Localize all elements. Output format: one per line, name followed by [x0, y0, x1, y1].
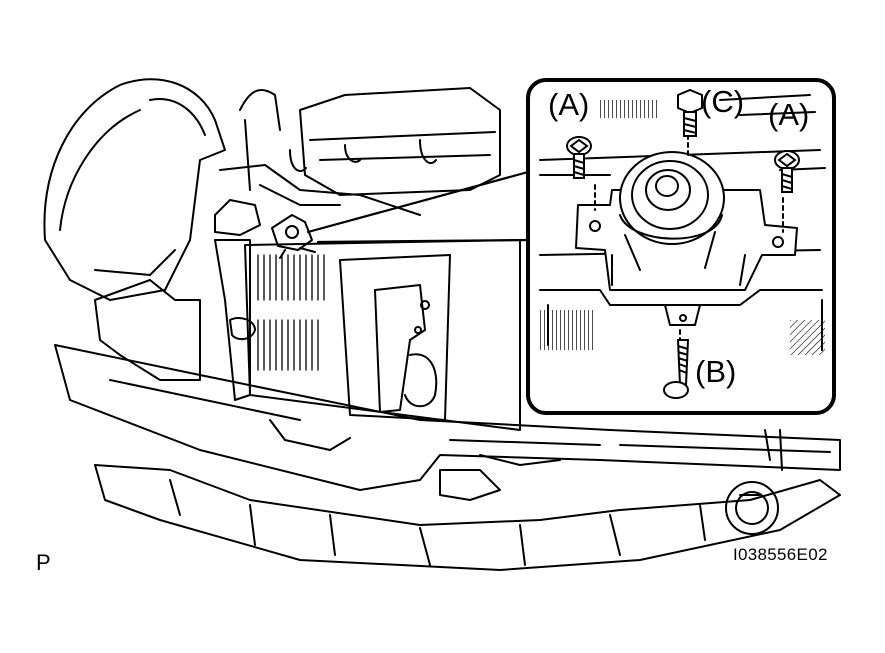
tow-opening — [725, 481, 779, 535]
callout-label-b: (B) — [695, 354, 737, 389]
leader-line — [316, 238, 530, 244]
bolt-c — [677, 88, 703, 137]
callout-label-a-right: (A) — [768, 97, 810, 132]
engine-bay-scene — [43, 78, 841, 571]
callout-label-c: (C) — [701, 84, 745, 119]
view-marker: P — [36, 550, 51, 575]
left-fender — [43, 78, 226, 301]
lower-bumper — [94, 464, 841, 571]
radiator-fins — [257, 254, 325, 371]
bolt-a-right — [774, 150, 800, 193]
screw-b — [663, 339, 690, 399]
air-cleaner — [299, 87, 501, 196]
leader-line — [306, 170, 530, 234]
radiator — [244, 239, 521, 431]
callout-label-a-left: (A) — [548, 87, 590, 122]
detail-callout — [526, 78, 836, 415]
horn-location — [271, 214, 313, 251]
bolt-a-left — [566, 136, 592, 179]
figure-id: I038556E02 — [733, 545, 828, 564]
bumper-reinforcement — [54, 344, 841, 491]
